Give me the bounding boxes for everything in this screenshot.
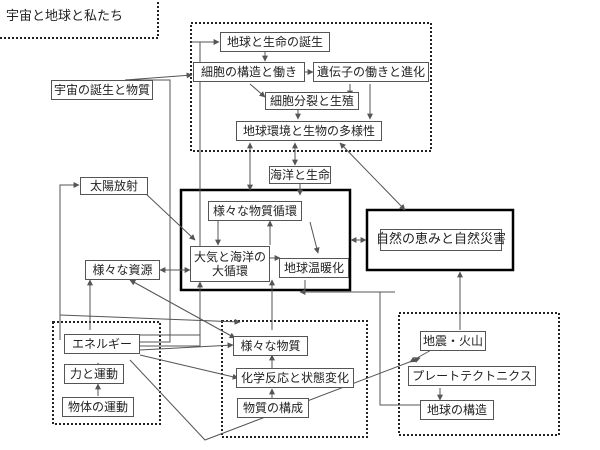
node-gene-evolution: 遺伝子の働きと進化 xyxy=(313,62,429,82)
node-force-motion: 力と運動 xyxy=(64,364,124,384)
central-frames xyxy=(179,188,515,292)
node-object-motion: 物体の運動 xyxy=(62,397,134,417)
node-cell-division: 細胞分裂と生殖 xyxy=(265,92,359,110)
node-atmo-ocean: 大気と海洋の 大循環 xyxy=(190,246,270,282)
node-plate-tectonics: プレートテクトニクス xyxy=(408,366,536,386)
group-frames xyxy=(0,0,560,438)
central-earth-system-frame xyxy=(179,188,352,292)
node-chem-reaction: 化学反応と状態変化 xyxy=(236,368,354,388)
node-energy: エネルギー xyxy=(64,334,140,354)
node-resources: 様々な資源 xyxy=(85,260,160,280)
group-physics-frame xyxy=(52,321,161,425)
node-ocean-life: 海洋と生命 xyxy=(269,166,331,184)
group-chemistry-frame xyxy=(221,320,368,438)
group-title-frame xyxy=(0,0,159,39)
node-cell-structure: 細胞の構造と働き xyxy=(193,62,305,82)
connectors xyxy=(59,39,463,441)
central-nature-frame xyxy=(365,208,515,272)
node-natural-blessings: 自然の恵みと自然災害 xyxy=(376,229,506,251)
node-atmo-ocean-line2: 大循環 xyxy=(211,264,248,278)
title-space-earth-us: 宇宙と地球と私たち xyxy=(2,8,152,26)
node-atmo-ocean-line1: 大気と海洋の xyxy=(193,249,266,264)
group-geology-frame xyxy=(398,312,560,436)
node-material-cycles: 様々な物質循環 xyxy=(208,201,302,221)
node-global-warming: 地球温暖化 xyxy=(279,258,349,278)
group-life-frame xyxy=(190,22,432,152)
node-earth-structure: 地球の構造 xyxy=(420,400,494,420)
node-universe-birth: 宇宙の誕生と物質 xyxy=(51,80,153,100)
node-earth-env-diversity: 地球環境と生物の多様性 xyxy=(236,121,382,141)
node-various-materials: 様々な物質 xyxy=(233,336,308,356)
node-birth-earth-life: 地球と生命の誕生 xyxy=(220,32,330,52)
node-matter-structure: 物質の構成 xyxy=(237,398,309,418)
node-earthquake-volcano: 地震・火山 xyxy=(420,331,486,351)
node-solar-radiation: 太陽放射 xyxy=(80,177,148,195)
